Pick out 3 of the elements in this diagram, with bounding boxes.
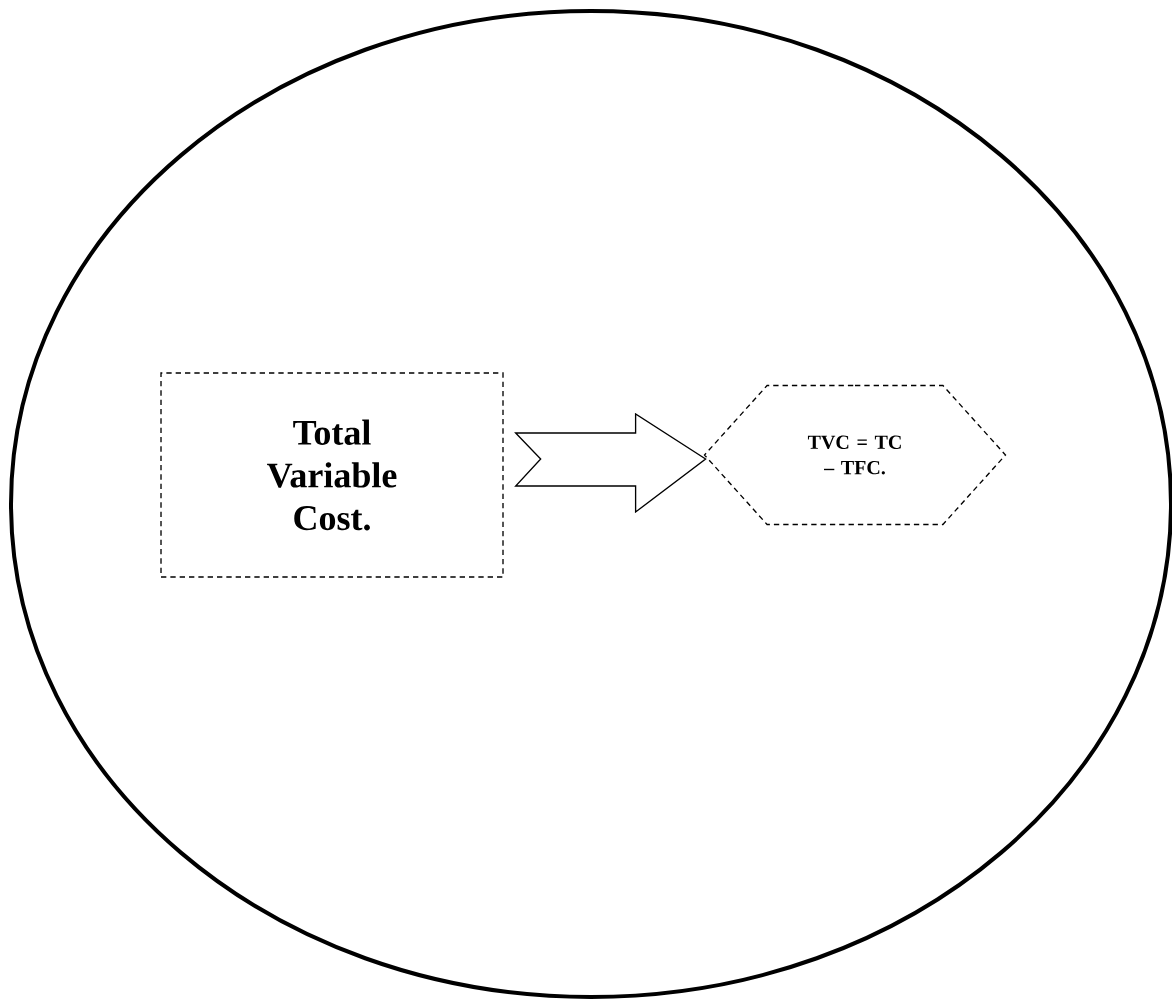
ellipse-shape	[9, 9, 1172, 999]
process-box: Total Variable Cost.	[160, 372, 504, 578]
block-arrow	[514, 412, 707, 514]
